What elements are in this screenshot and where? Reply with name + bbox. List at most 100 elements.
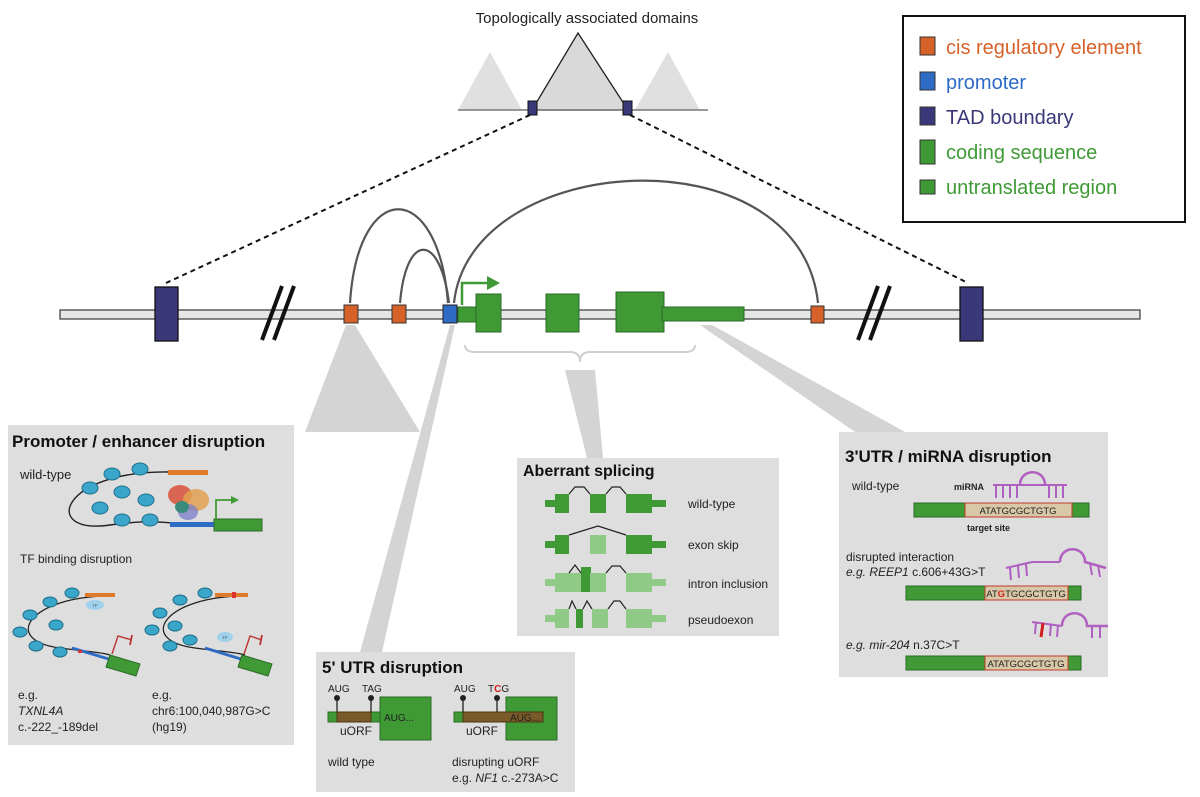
mirna-mutant: [1031, 612, 1108, 638]
splice-row-exon-skip: exon skip: [545, 525, 739, 554]
wt-tag-pin: [368, 695, 374, 701]
mut-aug-cont: AUG...: [510, 713, 540, 724]
utr5-panel: 5' UTR disruption AUG TAG AUG... uORF wi…: [316, 652, 575, 792]
break-right-1: [856, 285, 880, 341]
promoter-wildtype-label: wild-type: [19, 467, 71, 482]
ex1-eg: e.g.: [18, 688, 38, 702]
legend-swatch-promoter: [919, 71, 936, 91]
legend-label-promoter: promoter: [946, 72, 1026, 94]
mut1-tf: [86, 600, 104, 610]
splicing-panel-title: Aberrant splicing: [523, 463, 655, 480]
wedge-3utr-panel: [700, 325, 905, 432]
mut1-repressed-line: [111, 635, 133, 655]
cis-element-2: [391, 304, 407, 324]
exon1-5utr: [457, 306, 479, 323]
mut1-tf-label: TF: [93, 603, 98, 608]
wedge-5utr-panel: [360, 325, 455, 652]
tad-boundary-right-locus: [959, 286, 984, 342]
exon1-cds: [475, 293, 502, 333]
mut2-repressed-line: [243, 635, 263, 655]
target-site-mir-box: [984, 655, 1069, 671]
break-left-1: [260, 285, 284, 341]
tad-left-peak: [458, 52, 522, 110]
exon2: [545, 293, 580, 333]
wt-uorf-label: uORF: [340, 724, 372, 738]
utr5-panel-title: 5' UTR disruption: [322, 658, 463, 677]
loop-enhancer-2: [398, 248, 451, 304]
exon3-cds: [615, 291, 665, 333]
disrupted-label: disrupted interaction: [846, 550, 954, 564]
mut1-nucleosomes: [12, 587, 80, 658]
target-site-mut-box: [984, 585, 1069, 601]
wt-promoter: [170, 522, 215, 527]
exon3-3utr: [661, 306, 745, 322]
tad-schematic: Topologically associated domains: [165, 10, 969, 284]
tss-arrow-line: [460, 281, 488, 305]
legend-swatch-cis: [919, 36, 936, 56]
wt-gene: [213, 518, 263, 532]
utr3-panel: 3'UTR / miRNA disruption wild-type miRNA…: [839, 432, 1108, 677]
legend-swatch-tad: [919, 106, 936, 126]
seq-wt2: ATATGCGCTGTG: [987, 659, 1064, 670]
legend-label-utr: untranslated region: [946, 177, 1117, 199]
mut2-nucleosomes: [144, 587, 213, 652]
ex1-gene: TXNL4A: [18, 704, 63, 718]
mut2-promoter: [204, 646, 245, 662]
mirna-disrupted: [1005, 548, 1107, 581]
splice-label-wildtype: wild-type: [687, 497, 736, 511]
mut1-deletion-mark: [78, 650, 82, 653]
tad-right-peak: [635, 52, 700, 110]
mut1-gene: [105, 654, 141, 677]
wedge-splicing-panel: [565, 370, 603, 458]
mut2-snv-mark: [232, 592, 236, 598]
splicing-brace: [464, 344, 696, 363]
tf-binding-label: TF binding disruption: [20, 552, 132, 566]
splice-row-wildtype: wild-type: [545, 486, 736, 513]
wt-aug-cont: AUG...: [384, 713, 414, 724]
tad-boundary-left-locus: [154, 286, 179, 342]
legend-swatch-coding: [919, 139, 936, 165]
legend-swatch-utr: [919, 179, 936, 195]
mut1-enhancer: [85, 593, 115, 597]
mut-example: e.g. NF1 c.-273A>C: [452, 771, 559, 785]
promoter-panel-title: Promoter / enhancer disruption: [12, 432, 265, 451]
legend-label-coding: coding sequence: [946, 142, 1097, 164]
loop-distal: [452, 179, 820, 304]
mut2-repressed-bar: [259, 634, 263, 646]
ex1-variant: c.-222_-189del: [18, 720, 98, 734]
tss-arrow-head: [487, 276, 500, 290]
seq-mut: ATGTGCGCTGTG: [986, 589, 1066, 600]
wt-caption: wild type: [327, 755, 375, 769]
legend-label-tad: TAD boundary: [946, 107, 1073, 129]
tad-main-triangle: [530, 31, 630, 111]
splice-row-pseudoexon: pseudoexon: [545, 599, 753, 628]
mirna-wt: [993, 471, 1067, 498]
wt-tss-head: [231, 496, 239, 504]
wt-nucleosomes: [81, 462, 159, 527]
gene-locus: [59, 179, 1141, 652]
tad-boundary-left: [527, 100, 538, 116]
mut2-gene: [237, 654, 273, 677]
wt-tf-green: [175, 501, 189, 513]
mut-caption: disrupting uORF: [452, 755, 539, 769]
wt-aug-label: AUG: [328, 684, 350, 695]
legend-box: [902, 15, 1186, 223]
promoter-panel: Promoter / enhancer disruption wild-type…: [8, 425, 294, 745]
splicing-panel: Aberrant splicing wild-type exon skip: [517, 458, 779, 636]
loop-enhancer-1: [348, 208, 450, 304]
mut2-enhancer: [215, 593, 248, 597]
legend: cis regulatory element promoter TAD boun…: [902, 15, 1186, 223]
mirna-mutation-mark: [1039, 622, 1045, 638]
target-site-label: target site: [967, 523, 1010, 533]
mir204-example: e.g. mir-204 n.37C>T: [846, 638, 960, 652]
ex2-eg: e.g.: [152, 688, 172, 702]
mut-uorf: [462, 711, 544, 723]
tad-boundary-right: [622, 100, 633, 116]
target-site-box: [964, 502, 1073, 518]
mut-tcg-pin: [494, 695, 500, 701]
cis-element-1: [343, 304, 359, 324]
promoter: [442, 304, 458, 324]
zoom-line-left: [165, 114, 531, 284]
wt-tss-line: [215, 499, 232, 519]
